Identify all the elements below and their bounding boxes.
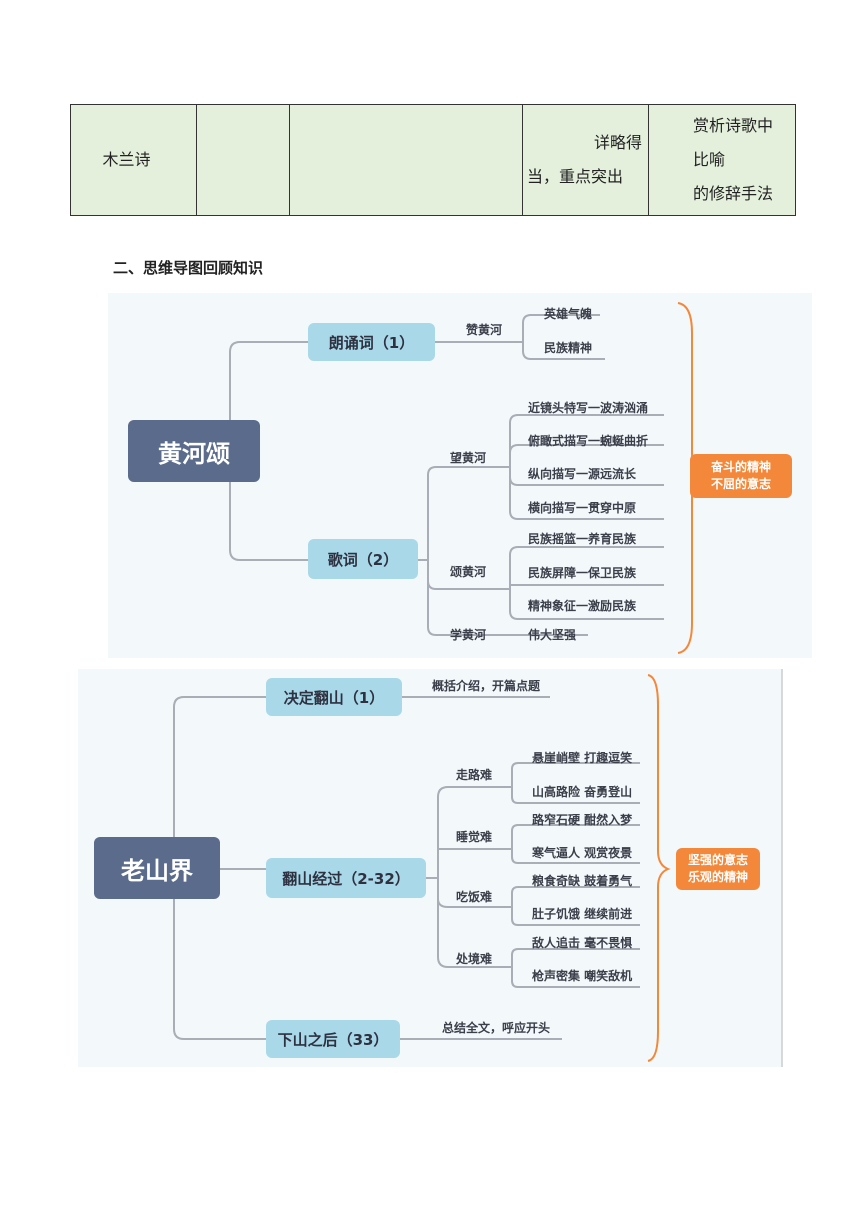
root-node: 老山界 — [94, 837, 220, 899]
summary-tag: 奋斗的精神 不屈的意志 — [690, 454, 792, 498]
branch-node-decide: 决定翻山（1） — [266, 678, 402, 716]
leaf-label: 精神象征一激励民族 — [528, 599, 637, 613]
table-cell-technique: 赏析诗歌中比喻 的修辞手法 — [648, 104, 796, 216]
sub-label: 学黄河 — [450, 628, 487, 642]
leaf-label: 敌人追击 毫不畏惧 — [532, 936, 633, 950]
leaf-label: 横向描写一贯穿中原 — [528, 501, 637, 515]
sub-label: 走路难 — [456, 768, 493, 782]
leaf-label: 粮食奇缺 鼓着勇气 — [532, 874, 633, 888]
leaf-label: 民族摇篮一养育民族 — [528, 532, 637, 546]
summary-line: 奋斗的精神 — [710, 460, 771, 474]
summary-tag: 坚强的意志 乐观的精神 — [676, 848, 760, 890]
cell-line: 的修辞手法 — [693, 184, 774, 203]
mindmap-laoshanjie: 老山界 决定翻山（1） 翻山经过（2-32） 下山之后（33） 概括介绍，开篇点… — [78, 669, 783, 1067]
sub-label: 赞黄河 — [466, 323, 503, 337]
leaf-label: 伟大坚强 — [528, 628, 577, 642]
lesson-table: 木兰诗 详略得 当，重点突出 赏析诗歌中比喻 的修辞手法 — [70, 104, 796, 216]
summary-line: 不屈的意志 — [710, 477, 771, 491]
leaf-label: 枪声密集 嘲笑敌机 — [532, 969, 633, 983]
table-cell-title: 木兰诗 — [70, 104, 197, 216]
section-heading: 二、思维导图回顾知识 — [113, 259, 264, 277]
sub-label: 望黄河 — [450, 451, 487, 465]
leaf-label: 肚子饥饿 继续前进 — [532, 907, 633, 921]
leaf-label: 民族屏障一保卫民族 — [528, 566, 637, 580]
note-label: 总结全文，呼应开头 — [442, 1021, 551, 1035]
sub-label: 颂黄河 — [450, 565, 487, 579]
leaf-label: 民族精神 — [544, 341, 593, 355]
leaf-label: 寒气逼人 观赏夜景 — [532, 846, 633, 860]
leaf-label: 俯瞰式描写一蜿蜒曲折 — [528, 434, 649, 448]
summary-line: 乐观的精神 — [687, 870, 748, 884]
branch-node-lyrics: 歌词（2） — [308, 539, 418, 579]
table-cell-structure: 详略得 当，重点突出 — [522, 104, 649, 216]
cell-line: 当，重点突出 — [527, 167, 624, 186]
branch-node-crossing: 翻山经过（2-32） — [266, 858, 426, 898]
sub-label: 处境难 — [456, 952, 493, 966]
leaf-label: 纵向描写一源远流长 — [528, 467, 637, 481]
sub-label: 睡觉难 — [456, 830, 493, 844]
branch-node-recitation: 朗诵词（1） — [308, 323, 435, 361]
mindmap-connectors — [229, 302, 705, 654]
cell-line: 赏析诗歌中比喻 — [693, 116, 774, 169]
leaf-label: 山高路险 奋勇登山 — [532, 785, 633, 799]
sub-label: 吃饭难 — [456, 890, 493, 904]
note-label: 概括介绍，开篇点题 — [432, 679, 541, 693]
mindmap-connectors — [173, 674, 671, 1062]
mindmap-huanghe: 黄河颂 朗诵词（1） 歌词（2） 赞黄河 英雄气魄 民族精神 望黄河 近镜头特写… — [108, 293, 812, 658]
root-node: 黄河颂 — [128, 420, 260, 482]
table-row: 木兰诗 详略得 当，重点突出 赏析诗歌中比喻 的修辞手法 — [70, 104, 796, 216]
cell-line: 详略得 — [593, 133, 642, 152]
leaf-label: 悬崖峭壁 打趣逗笑 — [532, 751, 633, 765]
table-cell-empty — [289, 104, 523, 216]
leaf-label: 近镜头特写一波涛汹涌 — [528, 401, 649, 415]
leaf-label: 英雄气魄 — [544, 307, 593, 321]
leaf-label: 路窄石硬 酣然入梦 — [532, 813, 633, 827]
branch-node-after: 下山之后（33） — [266, 1020, 400, 1058]
table-cell-empty — [196, 104, 290, 216]
summary-line: 坚强的意志 — [687, 853, 748, 867]
